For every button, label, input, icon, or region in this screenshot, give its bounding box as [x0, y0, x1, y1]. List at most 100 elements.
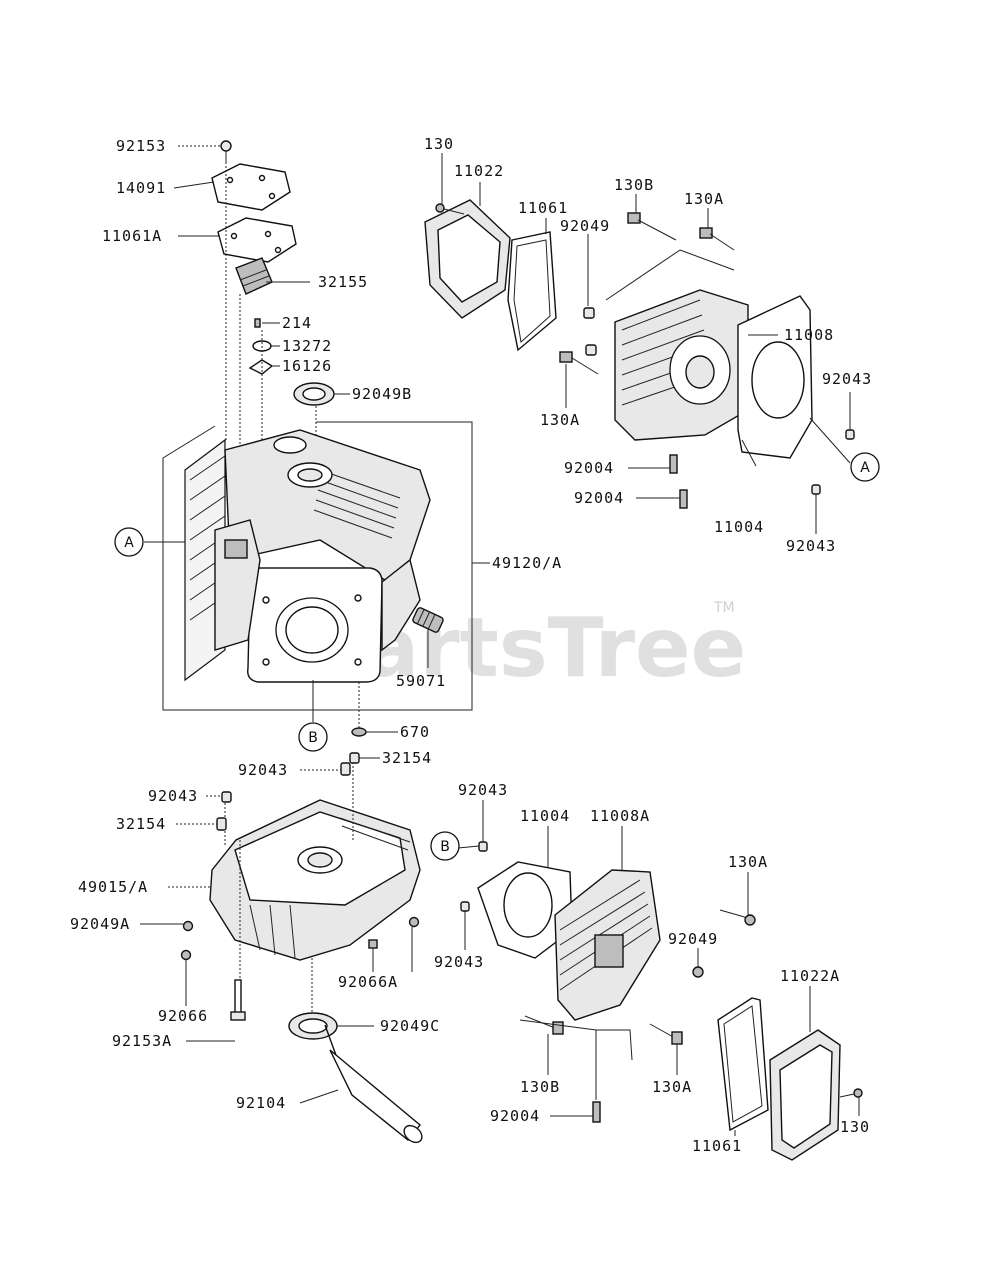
label-49015A: 49015/A	[78, 878, 148, 896]
label-214: 214	[282, 314, 312, 332]
label-49120A: 49120/A	[492, 554, 562, 572]
label-32155: 32155	[318, 273, 368, 291]
label-11004-top: 11004	[714, 518, 764, 536]
callout-a-left-text: A	[124, 535, 134, 551]
label-130A-left: 130A	[540, 411, 580, 429]
label-11004-bot: 11004	[520, 807, 570, 825]
label-59071: 59071	[396, 672, 446, 690]
dowel-92043-part	[340, 762, 351, 776]
label-130B-top: 130B	[614, 176, 654, 194]
callout-b-right: B	[430, 831, 460, 861]
label-130A-r: 130A	[728, 853, 768, 871]
gasket-11061A-part	[217, 217, 297, 263]
callout-a-right-text: A	[860, 460, 870, 476]
label-14091: 14091	[116, 179, 166, 197]
label-130-top: 130	[424, 135, 454, 153]
callout-b-right-text: B	[440, 839, 450, 855]
label-130A-bot: 130A	[652, 1078, 692, 1096]
label-32154-top: 32154	[382, 749, 432, 767]
bolt-92153A-part	[230, 979, 246, 1021]
label-11022A: 11022A	[780, 967, 840, 985]
label-11008: 11008	[784, 326, 834, 344]
watermark-tm: TM	[713, 600, 735, 616]
cylinder-block-49120-part	[162, 421, 473, 711]
breather-cover-group	[211, 140, 335, 470]
gasket-11061-bot-part	[717, 997, 769, 1132]
rocker-cover-11022-part	[424, 199, 511, 319]
dowel-92043-br-part	[811, 484, 821, 495]
label-11061A: 11061A	[102, 227, 162, 245]
nut-92066-part	[180, 949, 192, 961]
bolt-130A-r-part	[719, 909, 756, 926]
bolt-92153-part	[220, 140, 232, 162]
part-labels: 92153 14091 11061A 32155 214 13272 16126…	[70, 135, 872, 1155]
nut-92049-r-part	[692, 966, 704, 978]
dowel-92049-top-part	[583, 307, 595, 319]
label-92153A: 92153A	[112, 1032, 172, 1050]
seal-92049C-part	[288, 1012, 338, 1040]
label-92043-tr: 92043	[822, 370, 872, 388]
callout-a-left: A	[114, 527, 144, 557]
label-11061-bot: 11061	[692, 1137, 742, 1155]
bolt-130A-bot-part	[649, 1023, 683, 1045]
label-92104: 92104	[236, 1094, 286, 1112]
head-11008-part	[614, 289, 749, 441]
rocker-cover-11022A-part	[769, 1029, 841, 1161]
head-11008A-part	[554, 869, 661, 1021]
label-92049-top: 92049	[560, 217, 610, 235]
dowel-32154-part	[349, 752, 360, 764]
bolt-130A-top-part	[699, 227, 735, 251]
reed-32155-part	[235, 257, 273, 295]
label-130B-bot: 130B	[520, 1078, 560, 1096]
label-32154-b: 32154	[116, 815, 166, 833]
dowel-92043b-part	[221, 791, 232, 803]
label-11022: 11022	[454, 162, 504, 180]
label-92049B: 92049B	[352, 385, 412, 403]
oring-670-part	[351, 727, 367, 737]
dowel-92043-bl-part	[478, 841, 488, 852]
label-92004-bot: 92004	[490, 1107, 540, 1125]
bolt-130A-left-part	[559, 351, 599, 375]
dowel-32154b-part	[216, 817, 227, 831]
stud-92004-a-part	[669, 454, 678, 474]
label-16126: 16126	[282, 357, 332, 375]
dowel-92043-mid-part	[460, 901, 470, 912]
callout-b-mid: B	[298, 722, 328, 752]
dowel-92043-tr-part	[845, 429, 855, 440]
label-92043-br: 92043	[786, 537, 836, 555]
label-92004-a: 92004	[564, 459, 614, 477]
head-gasket-11004-bot-part	[477, 861, 573, 959]
bolt-130B-top-part	[627, 212, 677, 241]
bolt-130B-bot-part	[524, 1015, 564, 1035]
label-92066: 92066	[158, 1007, 208, 1025]
callout-a-right: A	[850, 452, 880, 482]
label-13272: 13272	[282, 337, 332, 355]
head-gasket-11004-top-part	[737, 295, 813, 459]
crankcase-49015-part	[209, 762, 421, 1016]
label-92004-b: 92004	[574, 489, 624, 507]
label-11061-top: 11061	[518, 199, 568, 217]
label-130A-top: 130A	[684, 190, 724, 208]
label-92066A: 92066A	[338, 973, 398, 991]
plug-59071-part	[412, 607, 444, 633]
pin-214-part	[254, 318, 261, 328]
stud-92004-bot-part	[592, 1101, 601, 1123]
bolt-130-top-part	[435, 203, 465, 215]
label-92153: 92153	[116, 137, 166, 155]
stud-92004-b-part	[679, 489, 688, 509]
nut-92049A-part	[182, 920, 194, 932]
label-92043-a: 92043	[238, 761, 288, 779]
label-92043-mid: 92043	[434, 953, 484, 971]
label-92043-b: 92043	[148, 787, 198, 805]
label-92049-r: 92049	[668, 930, 718, 948]
plate-14091-part	[211, 163, 291, 211]
label-92043-bl: 92043	[458, 781, 508, 799]
callout-b-mid-text: B	[308, 730, 318, 746]
label-92049C: 92049C	[380, 1017, 440, 1035]
bolt-92066A-part	[368, 939, 378, 949]
plate-16126-part	[248, 359, 274, 375]
label-670: 670	[400, 723, 430, 741]
label-130-r: 130	[840, 1118, 870, 1136]
bolt-130-r-part	[853, 1088, 863, 1098]
